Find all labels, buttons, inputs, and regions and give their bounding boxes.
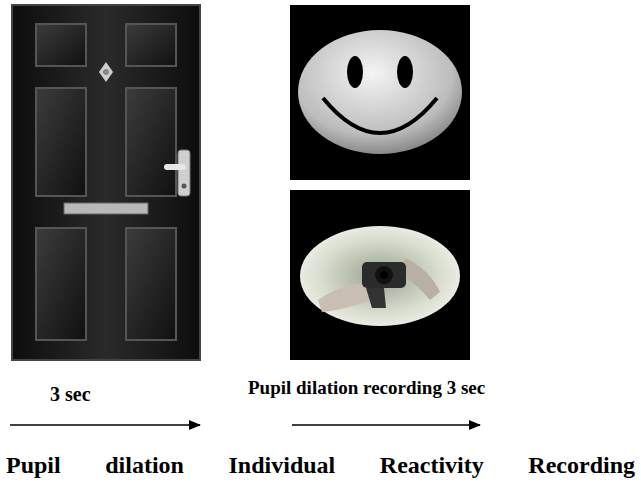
- duration-label: 3 sec: [50, 383, 91, 406]
- phase-label: Pupil dilation recording 3 sec: [248, 377, 485, 399]
- door-image: [12, 5, 200, 360]
- caption-label: Pupil dilation Individual Reactivity Rec…: [6, 452, 635, 480]
- time-arrow: [292, 424, 480, 426]
- smiley-image: [290, 5, 470, 180]
- time-arrow: [10, 424, 200, 426]
- gun-image: [290, 190, 470, 360]
